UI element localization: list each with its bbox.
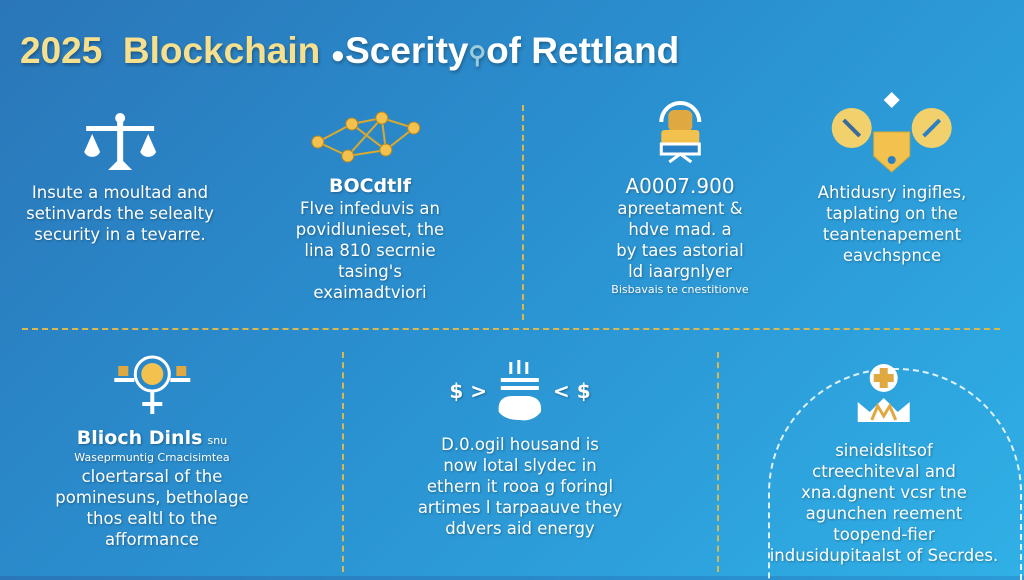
text-line: Flve infeduvis an bbox=[300, 199, 440, 218]
divider-vertical bbox=[522, 105, 524, 320]
info-block-3: A0007.900 apreetament & hdve mad. a by tae… bbox=[611, 100, 749, 298]
text-line: taplating on the bbox=[826, 204, 958, 223]
text-line: ethern it rooa g foringl bbox=[426, 477, 614, 496]
text-line: ld iaargnlyer bbox=[628, 262, 732, 281]
block-heading: A0007.900 bbox=[625, 174, 735, 198]
crown-person-icon bbox=[857, 364, 910, 422]
title-region: of Rettland bbox=[486, 30, 680, 71]
block-heading: BOCdtlf bbox=[328, 175, 412, 197]
scales-icon bbox=[84, 113, 156, 170]
text-line: toopend-fier bbox=[833, 525, 935, 544]
title-year: 2025 bbox=[20, 30, 103, 71]
block-text: Insute a moultad and setinvards the selea… bbox=[26, 182, 214, 245]
block-text: apreetament & hdve mad. a by taes astorial… bbox=[611, 198, 748, 282]
text-line: indusidupitaalst of Secrdes. bbox=[769, 546, 999, 565]
block-text: Ahtidusry ingifles, taplating on the teant… bbox=[818, 182, 967, 266]
heading-suffix: snu bbox=[207, 434, 228, 447]
text-line: thos ealtl to the bbox=[86, 509, 218, 528]
user-monitor-icon bbox=[659, 101, 701, 164]
text-line: artimes l tarpaauve they bbox=[417, 498, 623, 517]
info-block-2: BOCdtlf Flve infeduvis an povidlunieset, … bbox=[296, 110, 444, 303]
block-footnote: Bisbavais te cnestitionve bbox=[611, 283, 749, 296]
block-text: Waseprmuntig Crnacisimtea cloertarsal of … bbox=[55, 450, 248, 550]
dollar-right-icon: < $ bbox=[553, 379, 591, 403]
divider-horizontal bbox=[22, 328, 1000, 330]
dollar-left-icon: $ > bbox=[449, 379, 487, 403]
block-text: sineidslitsof ctreechiteval and xna.dgnent… bbox=[770, 440, 999, 566]
info-block-1: Insute a moultad and setinvards the selea… bbox=[26, 112, 214, 245]
divider-vertical bbox=[342, 352, 344, 572]
text-line: teantenapement bbox=[822, 225, 962, 244]
text-line: pominesuns, betholage bbox=[55, 488, 249, 507]
text-line: Ahtidusry ingifles, bbox=[817, 183, 967, 202]
key-icon: ⚲ bbox=[468, 42, 487, 69]
text-line: Insute a moultad and bbox=[31, 183, 209, 202]
lock-icon: ● bbox=[330, 42, 346, 69]
text-line: setinvards the selealty bbox=[26, 204, 214, 223]
text-line: afformance bbox=[105, 530, 199, 549]
page-title: 2025 Blockchain ●Scerity⚲of Rettland bbox=[20, 30, 679, 72]
divider-vertical bbox=[717, 352, 719, 572]
text-line: lina 810 secrnie bbox=[304, 241, 436, 260]
tools-shield-icon bbox=[831, 92, 952, 173]
info-block-7: sineidslitsof ctreechiteval and xna.dgnent… bbox=[770, 362, 999, 566]
text-line: ctreechiteval and bbox=[812, 462, 956, 481]
title-rest: ●Scerity⚲of Rettland bbox=[331, 30, 680, 71]
info-block-4: Ahtidusry ingifles, taplating on the teant… bbox=[818, 92, 967, 266]
text-line: povidlunieset, the bbox=[295, 220, 445, 239]
text-line: exaimadtviori bbox=[313, 283, 427, 302]
text-line: xna.dgnent vcsr tne bbox=[801, 483, 967, 502]
info-block-5: Blioch Dinls snu Waseprmuntig Crnacisimt… bbox=[55, 352, 249, 550]
text-line: by taes astorial bbox=[616, 241, 744, 260]
text-line: apreetament & bbox=[617, 199, 743, 218]
text-line: ddvers aid energy bbox=[445, 519, 595, 538]
text-line: tasing's bbox=[338, 262, 402, 281]
text-line: now lotal slydec in bbox=[443, 456, 597, 475]
block-text: Flve infeduvis an povidlunieset, the lina … bbox=[296, 198, 444, 303]
money-hand-icon bbox=[498, 360, 542, 421]
text-line: D.0.ogil housand is bbox=[441, 435, 599, 454]
text-line: security in a tevarre. bbox=[34, 225, 206, 244]
text-line: agunchen reement bbox=[805, 504, 963, 523]
block-text: D.0.ogil housand is now lotal slydec in et… bbox=[418, 434, 622, 539]
title-blockchain: Blockchain bbox=[122, 30, 321, 71]
text-line: cloertarsal of the bbox=[81, 467, 223, 486]
title-security: Scerity bbox=[345, 30, 469, 71]
text-line: eavchspnce bbox=[842, 246, 942, 265]
block-heading: Blioch Dinls bbox=[76, 427, 203, 449]
info-block-6: $ > < $ D.0.ogil housand is now lotal slyd… bbox=[418, 360, 622, 539]
lightbulb-scales-icon bbox=[114, 355, 190, 414]
network-nodes-icon bbox=[311, 111, 421, 163]
text-line: Waseprmuntig Crnacisimtea bbox=[74, 451, 230, 464]
text-line: hdve mad. a bbox=[628, 220, 732, 239]
text-line: sineidslitsof bbox=[835, 441, 933, 460]
